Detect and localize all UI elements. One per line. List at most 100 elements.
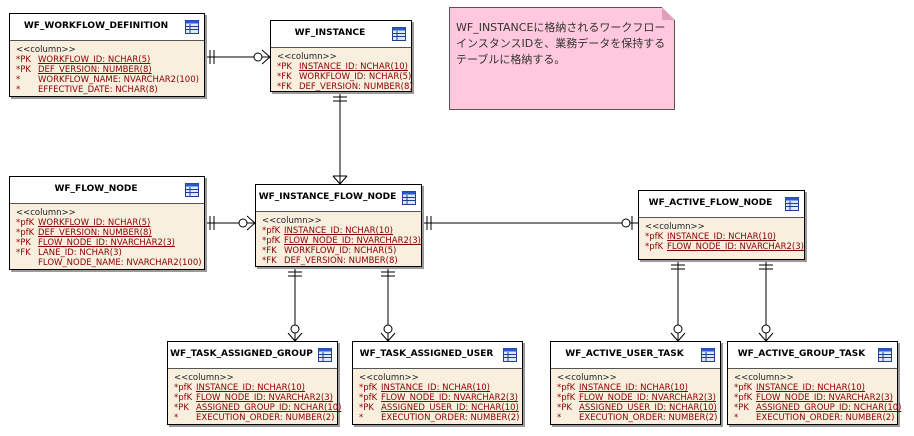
column-row: * EXECUTION_ORDER: NUMBER(2) bbox=[734, 413, 897, 423]
column-stereotype: <<column>> bbox=[277, 52, 337, 62]
column-definition: FLOW_NODE_ID: NVARCHAR2(3) bbox=[756, 393, 893, 403]
column-key: *pfK bbox=[645, 232, 664, 242]
column-key: *PK bbox=[557, 403, 572, 413]
column-row: *FK LANE_ID: NCHAR(3) bbox=[16, 248, 204, 258]
column-row: *EXECUTION_ORDER: NUMBER(2) bbox=[174, 413, 337, 423]
rel-instance-instance-flow-node bbox=[332, 92, 348, 185]
entity-title: WF_ACTIVE_GROUP_TASK bbox=[737, 349, 866, 359]
entity-title: WF_WORKFLOW_DEFINITION bbox=[23, 21, 169, 31]
rel-active-flow-node-user-task bbox=[670, 260, 686, 342]
column-stereotype: <<column>> bbox=[557, 373, 617, 383]
table-icon bbox=[185, 182, 199, 197]
column-key: *pfK bbox=[557, 393, 576, 403]
entity-title: WF_ACTIVE_FLOW_NODE bbox=[648, 198, 773, 208]
entity-title: WF_FLOW_NODE bbox=[54, 184, 138, 194]
column-key: *pfK bbox=[645, 242, 664, 252]
rel-flow-node-instance-flow-node bbox=[205, 215, 256, 231]
column-key: *PK bbox=[16, 55, 31, 65]
column-definition: WORKFLOW_NAME: NVARCHAR2(100) bbox=[38, 75, 199, 85]
column-key: * bbox=[359, 413, 364, 423]
column-key: * bbox=[734, 413, 739, 423]
table-icon bbox=[785, 196, 799, 211]
column-definition: INSTANCE_ID: NCHAR(10) bbox=[299, 62, 408, 72]
column-key: * bbox=[557, 413, 562, 423]
comment-note: WF_INSTANCEに格納されるワークフロー インスタンスIDを、業務データを… bbox=[449, 7, 675, 110]
column-definition: EXECUTION_ORDER: NUMBER(2) bbox=[579, 413, 718, 423]
note-line: インスタンスIDを、業務データを保持する bbox=[456, 37, 666, 50]
column-key: *FK bbox=[262, 246, 277, 256]
entity-title: WF_TASK_ASSIGNED_GROUP bbox=[170, 349, 313, 359]
column-key: *pfK bbox=[359, 393, 378, 403]
column-stereotype: <<column>> bbox=[262, 216, 322, 226]
column-key: *PK bbox=[16, 65, 31, 75]
column-key: *PK bbox=[359, 403, 374, 413]
column-definition: EXECUTION_ORDER: NUMBER(2) bbox=[756, 413, 895, 423]
column-definition: FLOW_NODE_ID: NVARCHAR2(3) bbox=[38, 238, 175, 248]
entity-header: WF_ACTIVE_GROUP_TASK bbox=[728, 342, 897, 369]
column-definition: FLOW_NODE_ID: NVARCHAR2(3) bbox=[381, 393, 518, 403]
entity-title: WF_INSTANCE_FLOW_NODE bbox=[258, 192, 397, 202]
entity-title: WF_INSTANCE bbox=[294, 28, 366, 38]
column-key: *pfK bbox=[734, 393, 753, 403]
column-definition: LANE_ID: NCHAR(3) bbox=[38, 248, 122, 258]
note-line: テーブルに格納する。 bbox=[456, 53, 566, 66]
column-key: *PK bbox=[734, 403, 749, 413]
column-definition: WORKFLOW_ID: NCHAR(5) bbox=[38, 218, 151, 228]
column-stereotype: <<column>> bbox=[734, 373, 794, 383]
table-icon bbox=[402, 190, 416, 205]
rel-active-flow-node-group-task bbox=[758, 260, 774, 342]
entity-header: WF_FLOW_NODE bbox=[10, 177, 204, 204]
rel-instance-flow-node-active-flow-node bbox=[422, 216, 638, 230]
column-row: *WORKFLOW_NAME: NVARCHAR2(100) bbox=[16, 75, 204, 85]
column-definition: EFFECTIVE_DATE: NCHAR(8) bbox=[38, 85, 158, 95]
column-row: * EXECUTION_ORDER: NUMBER(2) bbox=[557, 413, 720, 423]
table-icon bbox=[318, 347, 332, 362]
entity-header: WF_INSTANCE bbox=[271, 21, 411, 48]
entity-title: WF_ACTIVE_USER_TASK bbox=[565, 349, 684, 359]
column-definition: FLOW_NODE_ID: NVARCHAR2(3) bbox=[579, 393, 716, 403]
column-key: *FK bbox=[277, 82, 292, 92]
column-key: *pfK bbox=[557, 383, 576, 393]
entity-title: WF_TASK_ASSIGNED_USER bbox=[359, 349, 494, 359]
column-definition: WORKFLOW_ID: NCHAR(5) bbox=[299, 72, 412, 82]
column-definition: INSTANCE_ID: NCHAR(10) bbox=[284, 226, 393, 236]
table-icon bbox=[878, 347, 892, 362]
column-key: *pfK bbox=[262, 236, 281, 246]
column-definition: DEF_VERSION: NUMBER(8) bbox=[299, 82, 413, 92]
column-key: *FK bbox=[16, 248, 31, 258]
column-definition: FLOW_NODE_NAME: NVARCHAR2(100) bbox=[38, 258, 202, 268]
column-definition: INSTANCE_ID: NCHAR(10) bbox=[579, 383, 688, 393]
note-line: WF_INSTANCEに格納されるワークフロー bbox=[456, 21, 666, 34]
table-icon bbox=[503, 347, 517, 362]
column-row: FLOW_NODE_NAME: NVARCHAR2(100) bbox=[16, 258, 204, 268]
column-definition: INSTANCE_ID: NCHAR(10) bbox=[381, 383, 490, 393]
entity-header: WF_ACTIVE_USER_TASK bbox=[551, 342, 720, 369]
